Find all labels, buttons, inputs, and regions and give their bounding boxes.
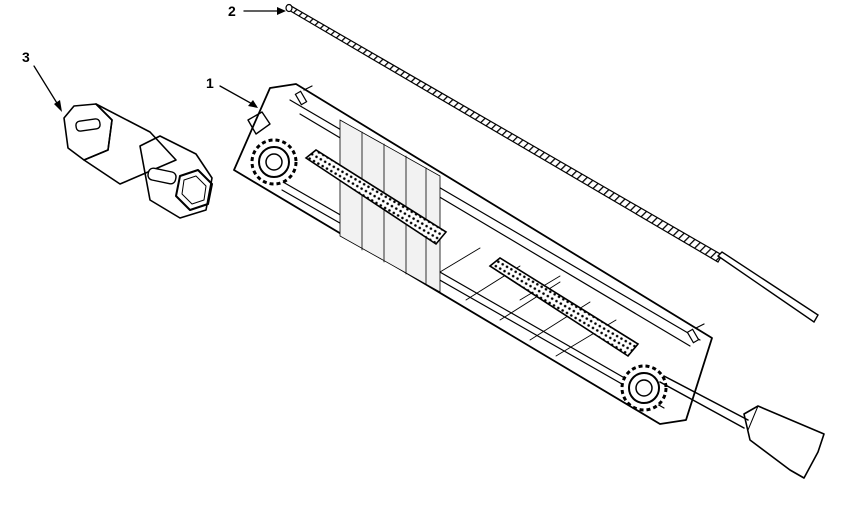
upper-thumb-wheel xyxy=(250,138,298,186)
svg-text:1: 1 xyxy=(206,75,214,91)
svg-text:3: 3 xyxy=(22,49,30,65)
file-guide xyxy=(233,83,713,425)
socket-wrench xyxy=(63,103,213,219)
svg-text:2: 2 xyxy=(228,3,236,19)
round-file xyxy=(285,3,819,324)
lower-file-slot xyxy=(488,257,640,358)
upper-file-slot xyxy=(304,149,448,246)
callout-1: 1 xyxy=(206,75,258,108)
file-handle xyxy=(659,375,825,479)
lower-thumb-wheel xyxy=(620,364,668,412)
guide-pin xyxy=(686,323,705,344)
callout-3: 3 xyxy=(22,49,62,112)
guide-pin xyxy=(294,85,313,106)
callout-2: 2 xyxy=(228,3,286,19)
